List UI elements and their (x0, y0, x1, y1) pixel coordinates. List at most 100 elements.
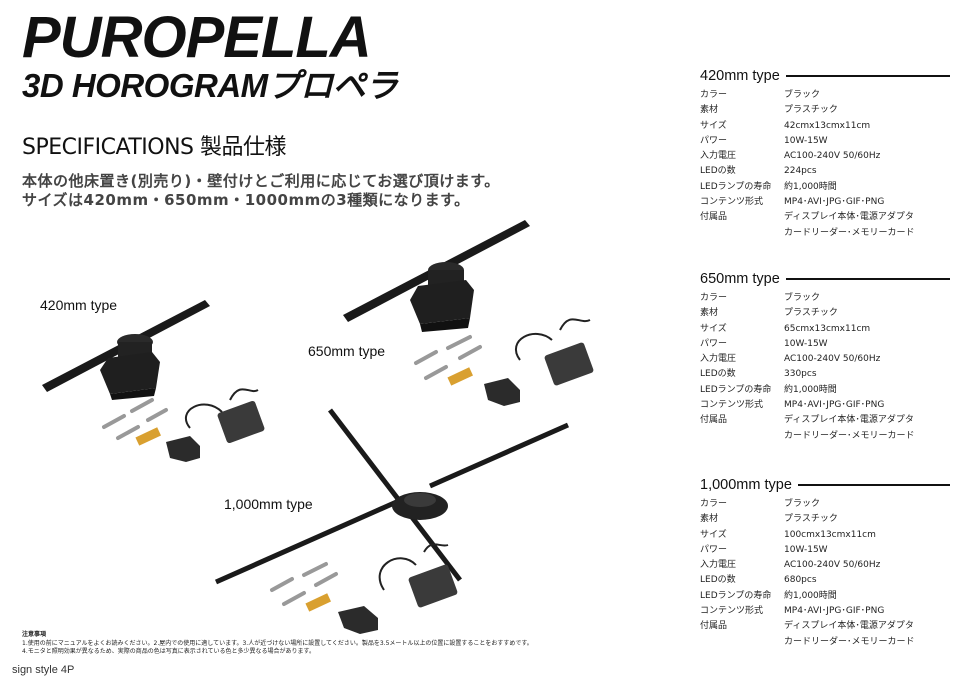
notes-title: 注意事項 (22, 631, 47, 638)
spec-key: 素材 (700, 308, 719, 319)
spec-row: サイズ 65cmx13cmx11cm (700, 322, 950, 337)
spec-row: カラー ブラック (700, 88, 950, 103)
spec-title-650: 650mm type (700, 271, 950, 287)
spec-value: 10W-15W (784, 338, 828, 349)
spec-value: 100cmx13cmx11cm (784, 529, 876, 540)
spec-value: 680pcs (784, 575, 817, 586)
spec-value: 42cmx13cmx11cm (784, 120, 871, 131)
spec-row: コンテンツ形式 MP4･AVI･JPG･GIF･PNG (700, 195, 950, 210)
accessories-420-image (102, 388, 265, 462)
spec-value: AC100-240V 50/60Hz (784, 151, 881, 162)
spec-key: 付属品 (700, 415, 728, 426)
spec-row: サイズ 42cmx13cmx11cm (700, 119, 950, 134)
spec-key: サイズ (700, 120, 727, 131)
spec-value: 10W-15W (784, 135, 828, 146)
spec-row: カラーブラック (700, 291, 950, 306)
spec-key: パワー (700, 544, 728, 555)
spec-value: ディスプレイ本体･電源アダプタカードリーダー･メモリーカード (784, 413, 950, 444)
spec-value: 約1,000時間 (784, 384, 837, 395)
spec-block-650: 650mm type カラーブラック 素材 プラスチック サイズ 65cmx13cm… (700, 271, 950, 444)
spec-title-text: 650mm type (700, 271, 780, 287)
spec-key: サイズ (700, 529, 727, 540)
spec-key: LEDの数 (700, 575, 736, 586)
spec-value: AC100-240V 50/60Hz (784, 354, 881, 365)
notes-line-2: 4.モニタと照明効果が異なるため、実際の商品の色は写真に表示されている色と多少異… (22, 648, 315, 655)
specifications-heading: SPECIFICATIONS 製品仕様 (22, 135, 287, 160)
spec-row: LEDの数 680pcs (700, 573, 950, 588)
spec-value: MP4･AVI･JPG･GIF･PNG (784, 606, 885, 617)
spec-value-line-1: ディスプレイ本体･電源アダプタ (784, 415, 914, 426)
spec-key: LEDランプの寿命 (700, 181, 772, 192)
label-420mm: 420mm type (40, 297, 118, 313)
notes-line-1: 1.使用の前にマニュアルをよくお読みください。2.屋内での使用に適しています。3… (22, 640, 533, 647)
propeller-650-image (343, 220, 530, 332)
spec-value: 65cmx13cmx11cm (784, 323, 871, 334)
spec-value: ディスプレイ本体･電源アダプタカードリーダー･メモリーカード (784, 619, 950, 650)
spec-row: 付属品 ディスプレイ本体･電源アダプタカードリーダー･メモリーカード (700, 413, 950, 444)
propeller-1000-image (214, 408, 570, 585)
label-650mm: 650mm type (308, 343, 386, 359)
spec-key: カラー (700, 90, 728, 100)
spec-key: 素材 (700, 105, 719, 116)
spec-value: プラスチック (784, 105, 838, 116)
spec-row: カラーブラック (700, 497, 950, 512)
spec-row: LEDランプの寿命約1,000時間 (700, 589, 950, 604)
spec-value: MP4･AVI･JPG･GIF･PNG (784, 400, 885, 411)
spec-row: パワー 10W-15W (700, 134, 950, 149)
spec-key: サイズ (700, 323, 727, 334)
spec-row: コンテンツ形式 MP4･AVI･JPG･GIF･PNG (700, 398, 950, 413)
spec-row: LEDの数 330pcs (700, 367, 950, 382)
spec-value: MP4･AVI･JPG･GIF･PNG (784, 197, 885, 208)
spec-title-rule (785, 278, 950, 280)
product-photos (42, 220, 594, 634)
spec-key: 付属品 (700, 212, 728, 223)
spec-value: プラスチック (784, 514, 838, 525)
spec-value: プラスチック (784, 308, 838, 319)
spec-value: 10W-15W (784, 544, 828, 555)
description-line-2: サイズは420mm・650mm・1000mmの3種類になります。 (22, 191, 470, 209)
spec-key: パワー (700, 135, 728, 146)
spec-row: 素材 プラスチック (700, 103, 950, 118)
spec-value: 224pcs (784, 166, 817, 177)
spec-value: ブラック (784, 293, 821, 303)
label-1000mm: 1,000mm type (224, 496, 313, 512)
spec-row: 付属品 ディスプレイ本体･電源アダプタカードリーダー･メモリーカード (700, 210, 950, 241)
accessories-1000-image (270, 543, 458, 634)
spec-title-text: 420mm type (700, 68, 780, 84)
spec-row: 素材 プラスチック (700, 306, 950, 321)
spec-key: LEDランプの寿命 (700, 590, 772, 601)
brand-subtitle: 3D HOROGRAMプロペラ (22, 67, 398, 104)
spec-key: 入力電圧 (700, 354, 737, 365)
footer-text: sign style 4P (12, 664, 75, 676)
spec-value-line-2: カードリーダー･メモリーカード (784, 430, 915, 441)
spec-key: 素材 (700, 514, 719, 525)
spec-key: LEDランプの寿命 (700, 384, 772, 395)
spec-block-420: 420mm type カラー ブラック 素材 プラスチック サイズ 42cmx13cm… (700, 68, 950, 241)
spec-row: パワー 10W-15W (700, 543, 950, 558)
spec-row: サイズ 100cmx13cmx11cm (700, 528, 950, 543)
spec-title-1000: 1,000mm type (700, 477, 950, 493)
propeller-420-image (42, 300, 210, 400)
spec-value: 約1,000時間 (784, 181, 837, 192)
spec-row: LEDランプの寿命 約1,000時間 (700, 383, 950, 398)
spec-row: LEDランプの寿命 約1,000時間 (700, 180, 950, 195)
spec-value: ブラック (784, 90, 821, 100)
spec-title-420: 420mm type (700, 68, 950, 84)
spec-key: LEDの数 (700, 369, 736, 380)
spec-value: ディスプレイ本体･電源アダプタカードリーダー･メモリーカード (784, 210, 950, 241)
spec-row: 付属品ディスプレイ本体･電源アダプタカードリーダー･メモリーカード (700, 619, 950, 650)
spec-key: 入力電圧 (700, 560, 737, 571)
spec-value-line-1: ディスプレイ本体･電源アダプタ (784, 621, 914, 632)
spec-value: 330pcs (784, 369, 817, 380)
spec-value-line-2: カードリーダー･メモリーカード (784, 227, 915, 238)
spec-value: AC100-240V 50/60Hz (784, 560, 881, 571)
spec-key: コンテンツ形式 (700, 400, 764, 411)
spec-key: 入力電圧 (700, 151, 737, 162)
spec-row: 入力電圧 AC100-240V 50/60Hz (700, 352, 950, 367)
accessories-650-image (414, 318, 594, 406)
spec-key: カラー (700, 499, 728, 509)
spec-key: コンテンツ形式 (700, 197, 764, 208)
spec-key: LEDの数 (700, 166, 736, 177)
